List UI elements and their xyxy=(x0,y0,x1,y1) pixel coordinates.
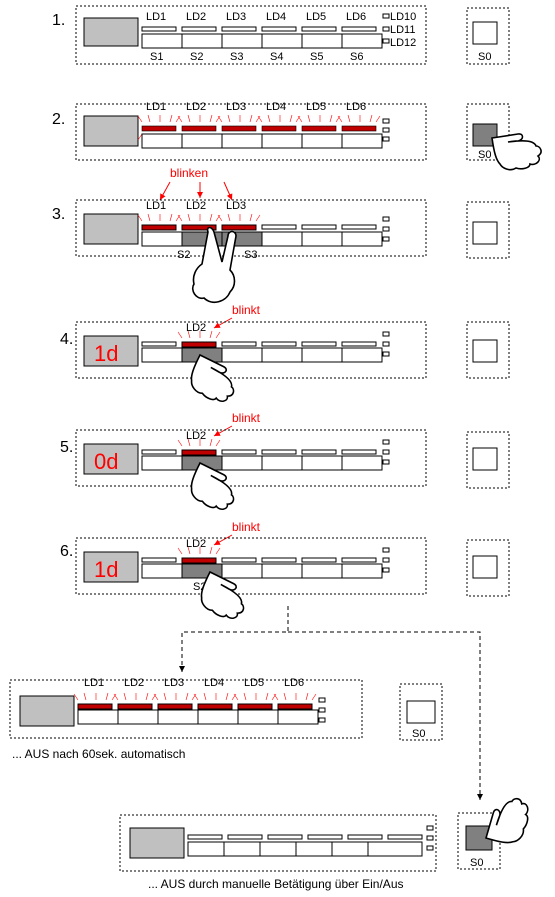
hand-icon xyxy=(485,797,529,844)
result-auto-off: LD1 LD2 LD3 LD4 LD5 LD6 S0 ... AUS xyxy=(9,677,443,761)
hand-icon xyxy=(200,570,245,619)
switch-label-s1: S1 xyxy=(150,51,163,63)
step-4-number: 4. xyxy=(60,331,73,348)
side-led-label-ld10: LD10 xyxy=(390,11,416,23)
step-5: blinkt 5. 0d LD2 S2 xyxy=(60,411,510,510)
hand-icon xyxy=(190,461,235,510)
led-label-ld2: LD2 xyxy=(186,322,206,334)
led-label-ld5: LD5 xyxy=(244,677,264,689)
step-3-number: 3. xyxy=(52,206,65,223)
led-label-ld5: LD5 xyxy=(306,11,326,23)
blinken-label: blinken xyxy=(170,166,208,180)
side-led-label-ld12: LD12 xyxy=(390,37,416,49)
blinkt-label: blinkt xyxy=(232,303,261,317)
led-label-ld3: LD3 xyxy=(226,101,246,113)
s0-label: S0 xyxy=(470,857,483,869)
step-1: 1. LD1 LD2 LD3 LD4 LD5 LD6 S1 S2 S3 S4 S… xyxy=(52,5,510,65)
step-6-number: 6. xyxy=(60,543,73,560)
display-value: 1d xyxy=(94,557,118,582)
switch-label-s3: S3 xyxy=(230,51,243,63)
s0-label: S0 xyxy=(478,51,491,63)
led-label-ld2: LD2 xyxy=(186,200,206,212)
caption-manual-off: ... AUS durch manuelle Betätigung über E… xyxy=(148,877,404,891)
s0-label: S0 xyxy=(412,728,425,740)
display-value: 1d xyxy=(94,341,118,366)
switch-label-s6: S6 xyxy=(350,51,363,63)
led-label-ld3: LD3 xyxy=(164,677,184,689)
s0-button-pressed xyxy=(472,123,498,147)
s0-label: S0 xyxy=(478,149,491,161)
led-label-ld1: LD1 xyxy=(84,677,104,689)
led-label-ld3: LD3 xyxy=(226,11,246,23)
led-label-ld2: LD2 xyxy=(186,11,206,23)
hand-icon xyxy=(491,133,542,171)
led-label-ld2: LD2 xyxy=(186,101,206,113)
display-value: 0d xyxy=(94,449,118,474)
led-row xyxy=(141,26,377,32)
step-6: blinkt 6. 1d LD2 S2 xyxy=(60,520,510,619)
step-3: blinken 3. LD1 LD2 LD3 S2 S3 xyxy=(52,166,510,304)
display xyxy=(83,17,139,47)
step-4: blinkt 4. 1d LD2 S2 xyxy=(60,303,510,402)
led-label-ld6: LD6 xyxy=(284,677,304,689)
switch-label-s2: S2 xyxy=(177,249,190,261)
step-2-number: 2. xyxy=(52,111,65,128)
two-finger-hand-icon xyxy=(191,226,237,304)
switch-label-s4: S4 xyxy=(270,51,283,63)
side-led-label-ld11: LD11 xyxy=(390,24,415,36)
led-label-ld6: LD6 xyxy=(346,101,366,113)
led-label-ld3: LD3 xyxy=(226,200,246,212)
s0-button xyxy=(472,21,498,45)
caption-auto-off: ... AUS nach 60sek. automatisch xyxy=(12,747,185,761)
branch-connector xyxy=(179,606,483,800)
blinkt-label: blinkt xyxy=(232,411,261,425)
led-label-ld2: LD2 xyxy=(124,677,144,689)
led-label-ld1: LD1 xyxy=(146,200,166,212)
led-label-ld2: LD2 xyxy=(186,430,206,442)
led-label-ld1: LD1 xyxy=(146,11,166,23)
led-label-ld4: LD4 xyxy=(204,677,224,689)
step-2: 2. LD1 LD2 LD3 LD4 LD5 LD6 xyxy=(52,101,542,171)
led-label-ld4: LD4 xyxy=(266,11,286,23)
led-label-ld6: LD6 xyxy=(346,11,366,23)
result-manual-off: S0 ... AUS durch manuelle Betätigung übe… xyxy=(119,797,529,891)
switch-row xyxy=(141,133,383,149)
step-1-number: 1. xyxy=(52,12,65,29)
led-label-ld4: LD4 xyxy=(266,101,286,113)
switch-row xyxy=(141,33,383,49)
led-label-ld2: LD2 xyxy=(186,538,206,550)
hand-icon xyxy=(190,353,235,402)
led-row-lit xyxy=(141,125,377,132)
step-5-number: 5. xyxy=(60,439,73,456)
blinkt-label: blinkt xyxy=(232,520,261,534)
switch-label-s5: S5 xyxy=(310,51,323,63)
switch-label-s2: S2 xyxy=(190,51,203,63)
led-label-ld5: LD5 xyxy=(306,101,326,113)
switch-label-s3: S3 xyxy=(244,249,257,261)
led-label-ld1: LD1 xyxy=(146,101,166,113)
